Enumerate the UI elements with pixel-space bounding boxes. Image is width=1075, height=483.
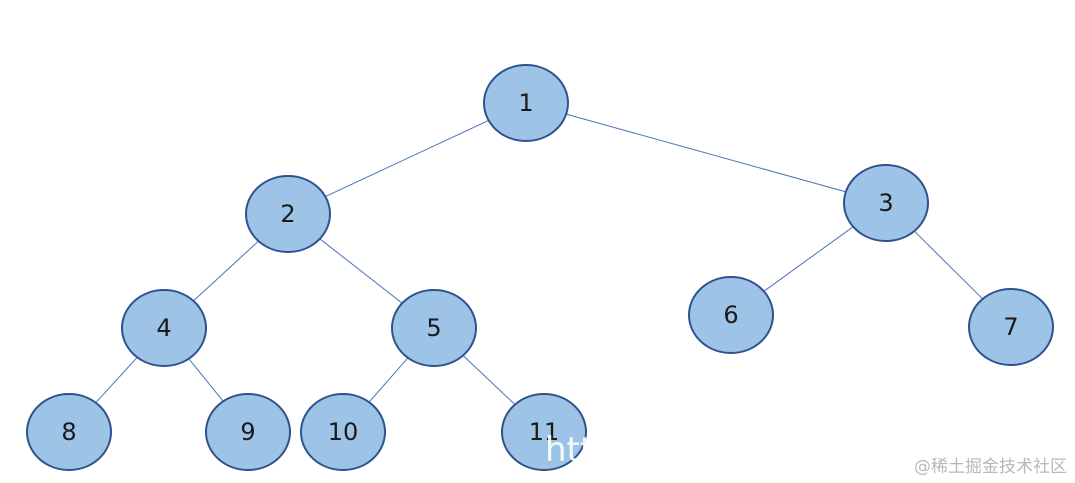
nodes-group: 1 2 3 4 5 6 7 8 9 10 11 [26,64,1054,471]
tree-node-3: 3 [843,164,929,242]
tree-node-1: 1 [483,64,569,142]
tree-node-11: 11 [501,393,587,471]
node-label-4: 4 [156,314,171,342]
edge-2-4 [193,240,259,302]
overlay-text: htt [545,430,594,470]
node-circle-2 [245,175,331,253]
tree-node-10: 10 [300,393,386,471]
node-circle-9 [205,393,291,471]
edge-3-6 [763,226,854,292]
node-circle-3 [843,164,929,242]
node-label-11: 11 [529,418,560,446]
tree-node-9: 9 [205,393,291,471]
edge-3-7 [913,230,984,300]
node-label-9: 9 [240,418,255,446]
node-circle-6 [688,276,774,354]
node-label-10: 10 [328,418,359,446]
edges-group [95,113,984,405]
node-label-2: 2 [280,200,295,228]
node-circle-4 [121,289,207,367]
node-circle-11 [501,393,587,471]
edge-1-3 [566,113,846,193]
tree-node-7: 7 [968,288,1054,366]
edge-4-8 [95,356,138,404]
watermark-text: @稀土掘金技术社区 [914,457,1067,477]
node-circle-5 [391,289,477,367]
node-label-3: 3 [878,189,893,217]
node-circle-10 [300,393,386,471]
edge-1-2 [325,119,489,198]
tree-node-5: 5 [391,289,477,367]
tree-node-8: 8 [26,393,112,471]
node-label-6: 6 [723,301,738,329]
node-label-1: 1 [518,89,533,117]
node-circle-8 [26,393,112,471]
edge-4-9 [188,358,224,402]
edge-5-10 [368,357,409,403]
node-circle-1 [483,64,569,142]
tree-node-6: 6 [688,276,774,354]
node-label-7: 7 [1003,313,1018,341]
edge-5-11 [462,355,516,405]
tree-node-4: 4 [121,289,207,367]
node-label-8: 8 [61,418,76,446]
tree-node-2: 2 [245,175,331,253]
edge-2-5 [319,238,403,304]
node-label-5: 5 [426,314,441,342]
node-circle-7 [968,288,1054,366]
